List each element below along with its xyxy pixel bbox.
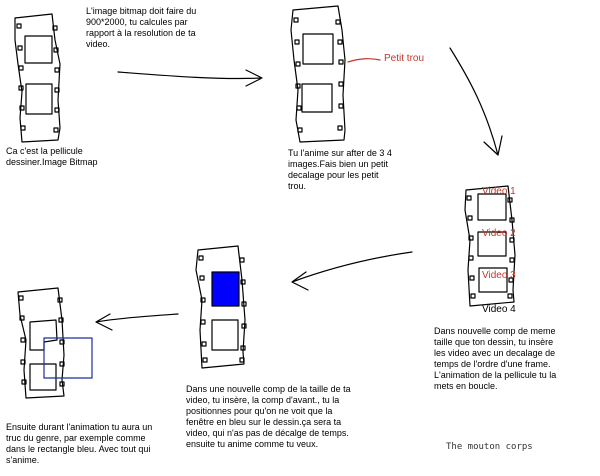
film-strip-2: [290, 5, 346, 143]
result-note: Ensuite durant l'animation tu aura un tr…: [6, 422, 153, 465]
arrow-4: [95, 313, 179, 331]
film-strip-caption: Ca c'est la pellicule dessiner.Image Bit…: [6, 146, 98, 167]
window-comp-note: Dans une nouvelle comp de la taille de t…: [186, 384, 351, 449]
video-4-label: Video 4: [482, 304, 516, 315]
video-2-label: Video 2: [482, 228, 516, 239]
arrow-1: [117, 69, 263, 87]
animate-note: Tu l'anime sur after de 3 4 images.Fais …: [288, 148, 392, 191]
video-1-label: Video 1: [482, 186, 516, 197]
petit-trou-label: Petit trou: [384, 53, 425, 64]
video-3-label: Video 3: [482, 270, 516, 281]
credit-text: The mouton corps: [446, 442, 533, 452]
video-insert-note: Dans nouvelle comp de meme taille que to…: [434, 326, 557, 391]
petit-trou-pointer: [347, 58, 381, 63]
bitmap-size-note: L'image bitmap doit faire du 900*2000, t…: [86, 6, 197, 49]
film-strip-5: [17, 287, 93, 399]
arrow-3: [291, 251, 413, 291]
arrow-2: [449, 47, 503, 156]
film-strip-3: [464, 185, 516, 307]
film-strip-1: [14, 13, 61, 143]
film-strip-4: [195, 245, 247, 369]
